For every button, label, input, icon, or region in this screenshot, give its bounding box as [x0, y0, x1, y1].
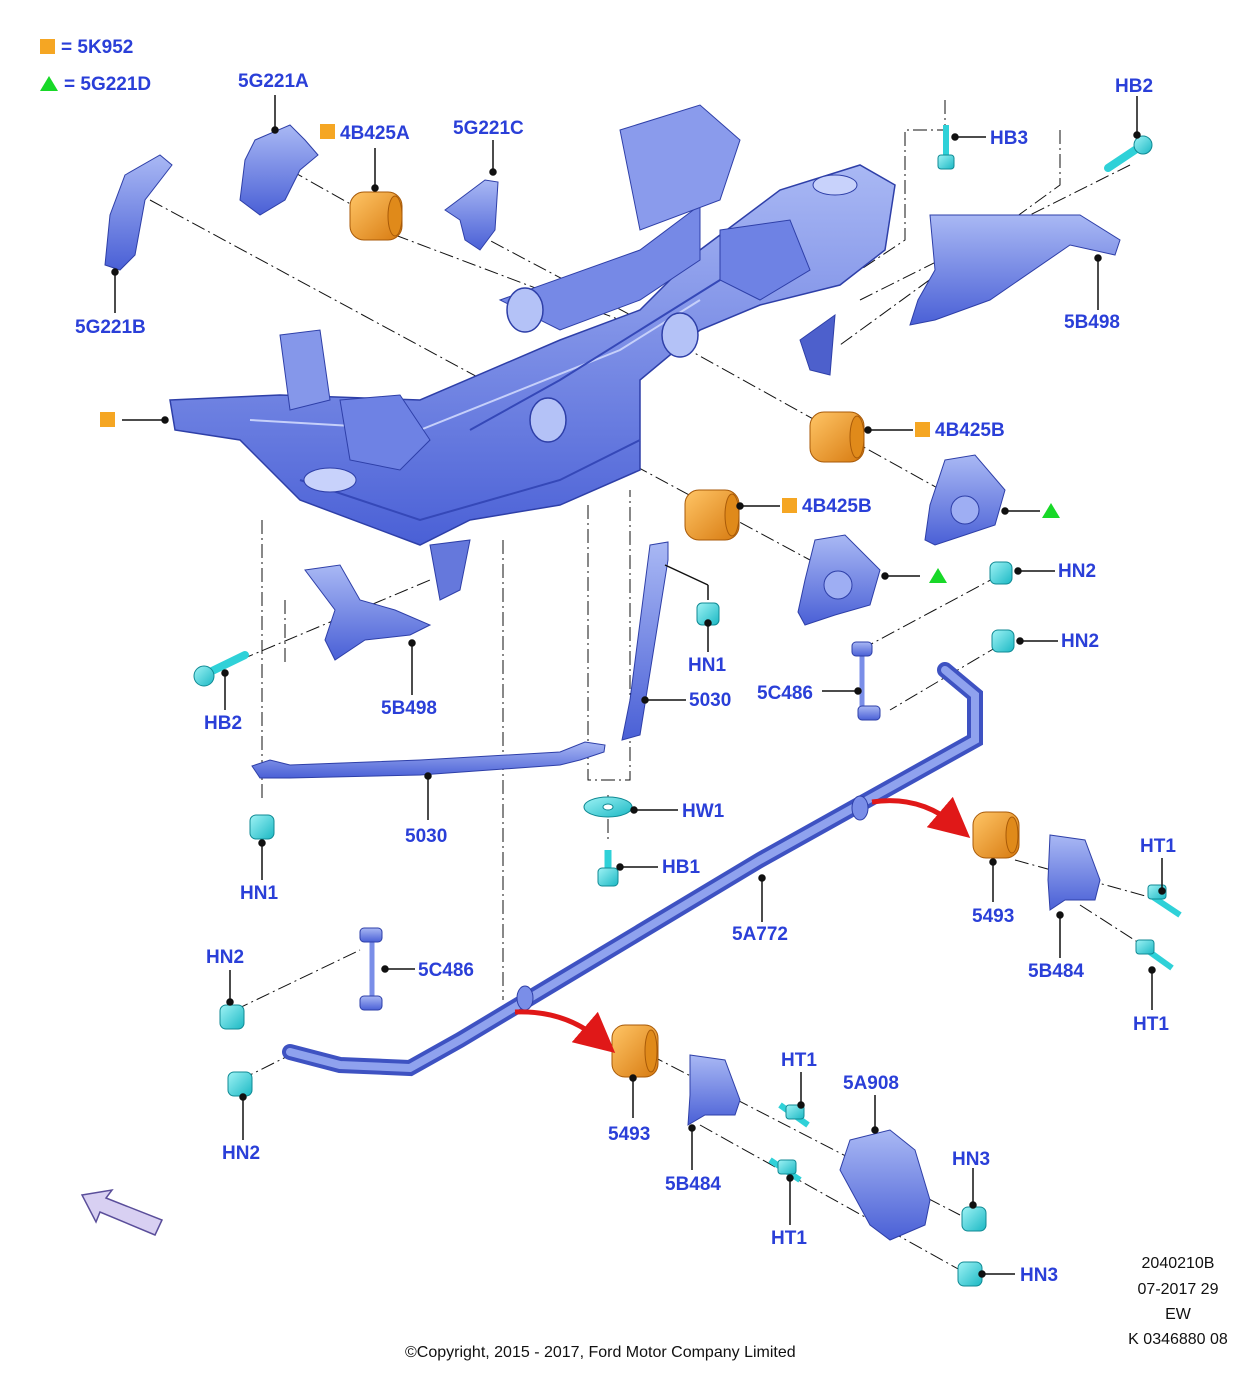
- bushing-5493-left: [611, 1024, 659, 1078]
- stud-ht1-d: [768, 1157, 802, 1183]
- label-hn2-d: HN2: [222, 1143, 261, 1164]
- label-5a772: 5A772: [732, 924, 788, 945]
- label-5g221c: 5G221C: [453, 118, 524, 139]
- nut-hn2-a: [989, 561, 1013, 585]
- label-hb2-upper: HB2: [1115, 76, 1154, 97]
- nut-hn2-b: [991, 629, 1015, 653]
- leader-lines: [111, 95, 1166, 1278]
- drawing-region: EW: [1165, 1306, 1191, 1323]
- drawing-reference: K 0346880 08: [1128, 1331, 1228, 1348]
- legend-code-5k952: 5K952: [77, 37, 134, 58]
- clamp-5b484-left: [687, 1054, 741, 1126]
- square-symbol-icon: [100, 412, 115, 427]
- label-5b484-left: 5B484: [665, 1174, 721, 1195]
- label-5493-right: 5493: [972, 906, 1015, 927]
- label-5b498-lower: 5B498: [381, 698, 437, 719]
- stud-ht1-b: [1135, 939, 1174, 971]
- inline-symbols: [100, 124, 1060, 583]
- bracket-5b498-lower: [304, 564, 432, 661]
- label-5g221a: 5G221A: [238, 71, 309, 92]
- label-5b498-upper: 5B498: [1064, 312, 1120, 333]
- triangle-legend-icon: [40, 76, 58, 91]
- label-hn2-a: HN2: [1058, 561, 1097, 582]
- label-hn2-c: HN2: [206, 947, 245, 968]
- legend-item-5k952: = 5K952: [40, 38, 133, 57]
- bushing-4b425a: [349, 191, 403, 241]
- label-ht1-d: HT1: [771, 1228, 807, 1249]
- legend-code: =: [64, 74, 81, 95]
- bolt-hb2-upper: [1104, 135, 1153, 172]
- label-hb3: HB3: [990, 128, 1029, 149]
- bracket-5a908: [839, 1129, 931, 1241]
- label-hn3-a: HN3: [952, 1149, 991, 1170]
- stabilizer-link-5c486-left: [359, 927, 383, 1011]
- label-4b425a: 4B425A: [340, 123, 410, 144]
- label-5b484-right: 5B484: [1028, 961, 1084, 982]
- label-ht1-c: HT1: [781, 1050, 817, 1071]
- label-5030-horizontal: 5030: [405, 826, 448, 847]
- label-hn2-b: HN2: [1061, 631, 1100, 652]
- drawing-date: 07-2017 29: [1137, 1281, 1219, 1298]
- bushings: [349, 191, 1020, 1078]
- copyright-notice: ©Copyright, 2015 - 2017, Ford Motor Comp…: [405, 1344, 796, 1361]
- stud-ht1-c: [778, 1102, 810, 1128]
- label-hn1-lower: HN1: [240, 883, 279, 904]
- triangle-symbol-icon: [1042, 503, 1060, 518]
- washer-hw1: [583, 796, 633, 818]
- label-hn3-b: HN3: [1020, 1265, 1059, 1286]
- bracket-5g221a: [239, 124, 319, 216]
- bushing-5493-right: [972, 811, 1020, 859]
- clamp-5b484-right: [1047, 834, 1101, 911]
- triangle-symbol-icon: [929, 568, 947, 583]
- bushing-4b425b-upper: [809, 411, 865, 463]
- bracket-5g221d-upper: [924, 454, 1006, 546]
- bracket-5g221b: [104, 154, 173, 271]
- vehicle-front-arrow-icon: [80, 1188, 164, 1236]
- label-5c486-left: 5C486: [418, 960, 474, 981]
- label-hb2-lower: HB2: [204, 713, 243, 734]
- rear-subframe-5k952: [169, 104, 896, 601]
- legend-item-5g221d: = 5G221D: [40, 75, 151, 94]
- label-5493-left: 5493: [608, 1124, 651, 1145]
- label-5030-vertical: 5030: [689, 690, 732, 711]
- stabilizer-bar-5a772: [282, 662, 983, 1077]
- bolt-hb3: [937, 125, 955, 170]
- label-ht1-a: HT1: [1140, 836, 1176, 857]
- nut-hn3-a: [961, 1206, 987, 1232]
- label-hn1-upper: HN1: [688, 655, 727, 676]
- link-5030-vertical: [621, 541, 669, 741]
- label-5c486-right: 5C486: [757, 683, 813, 704]
- label-5a908: 5A908: [843, 1073, 899, 1094]
- bushing-4b425b-lower: [684, 489, 740, 541]
- drawing-number: 2040210B: [1141, 1255, 1215, 1272]
- square-symbol-icon: [320, 124, 335, 139]
- stabilizer-link-5c486-right: [851, 641, 881, 721]
- legend-code-5g221d: 5G221D: [80, 74, 152, 95]
- nut-hn2-d: [227, 1071, 253, 1097]
- link-5030-horizontal: [251, 741, 606, 779]
- install-arrows: [514, 796, 971, 1054]
- bracket-5g221d-lower: [797, 534, 881, 626]
- square-symbol-icon: [915, 422, 930, 437]
- bolt-hb2-lower: [193, 651, 249, 687]
- square-symbol-icon: [782, 498, 797, 513]
- label-5g221b: 5G221B: [75, 317, 146, 338]
- label-hb1: HB1: [662, 857, 701, 878]
- nut-hn1-lower: [249, 814, 275, 840]
- label-4b425b-lower: 4B425B: [802, 496, 872, 517]
- label-hw1: HW1: [682, 801, 725, 822]
- fasteners: [193, 125, 1182, 1287]
- arm-5b498-upper: [909, 214, 1121, 326]
- bracket-5g221c: [444, 179, 499, 251]
- square-legend-icon: [40, 39, 55, 54]
- nut-hn2-c: [219, 1004, 245, 1030]
- label-4b425b-upper: 4B425B: [935, 420, 1005, 441]
- label-ht1-b: HT1: [1133, 1014, 1169, 1035]
- bolt-hb1: [597, 850, 619, 887]
- legend-code: =: [61, 37, 78, 58]
